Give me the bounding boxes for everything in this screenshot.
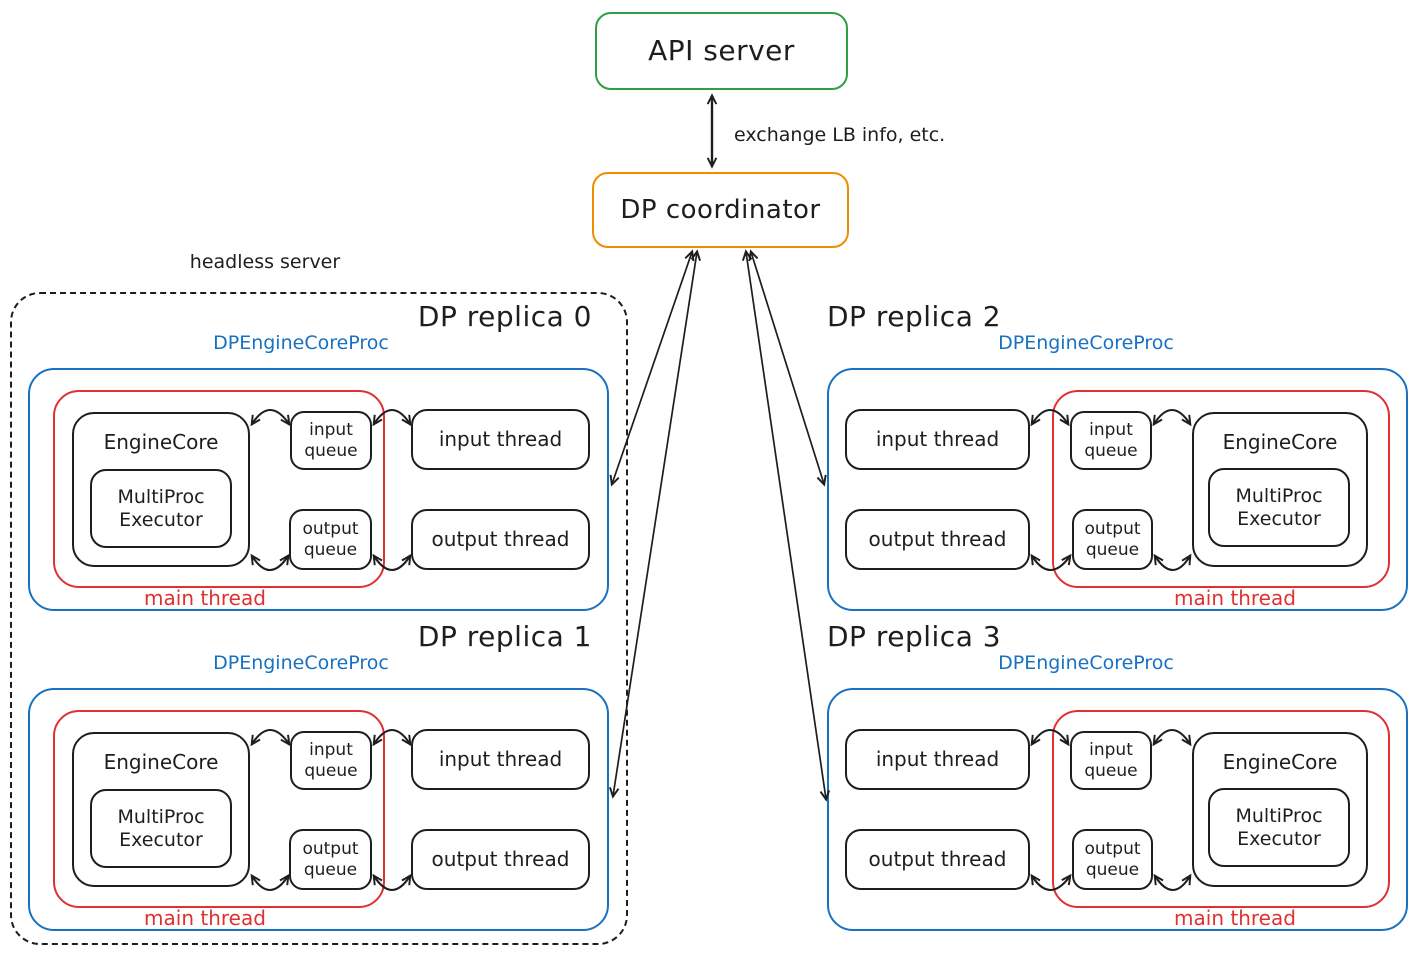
replica1-executor-box: MultiProc Executor xyxy=(90,789,232,868)
replica0-output-queue-box: output queue xyxy=(289,509,372,570)
replica1-output-thread-box: output thread xyxy=(411,829,590,890)
replica1-input-queue-box: input queue xyxy=(290,731,372,790)
replica1-title: DP replica 1 xyxy=(417,620,592,653)
replica1-proc-box xyxy=(28,688,609,931)
headless-server-label: headless server xyxy=(189,251,341,273)
arrow-coordinator-replica2 xyxy=(748,249,827,487)
exchange-lb-info-label: exchange LB info, etc. xyxy=(734,124,946,146)
replica3-main-thread-label: main thread xyxy=(1174,906,1296,930)
api-server-box: API server xyxy=(595,12,848,90)
replica3-executor-box: MultiProc Executor xyxy=(1208,788,1350,867)
replica0-output-thread-box: output thread xyxy=(411,509,590,570)
replica2-output-queue-box: output queue xyxy=(1072,509,1153,570)
replica3-proc-box xyxy=(827,688,1408,931)
replica3-engine-core-label: EngineCore xyxy=(1222,750,1338,774)
replica3-title: DP replica 3 xyxy=(827,620,1002,653)
replica3-proc-label: DPEngineCoreProc xyxy=(998,652,1174,674)
replica0-engine-core-label: EngineCore xyxy=(103,430,219,454)
replica0-main-thread-box xyxy=(53,390,385,588)
replica2-input-thread-box: input thread xyxy=(845,409,1030,470)
replica3-output-queue-box: output queue xyxy=(1072,829,1153,890)
replica1-main-thread-label: main thread xyxy=(144,906,266,930)
replica3-output-thread-box: output thread xyxy=(845,829,1030,890)
replica0-executor-box: MultiProc Executor xyxy=(90,469,232,548)
replica2-input-queue-box: input queue xyxy=(1070,411,1152,470)
replica0-main-thread-label: main thread xyxy=(144,586,266,610)
replica2-proc-label: DPEngineCoreProc xyxy=(998,332,1174,354)
dp-coordinator-box: DP coordinator xyxy=(592,172,849,248)
replica3-main-thread-box xyxy=(1052,710,1390,908)
replica2-executor-box: MultiProc Executor xyxy=(1208,468,1350,547)
replica2-engine-core-label: EngineCore xyxy=(1222,430,1338,454)
replica1-proc-label: DPEngineCoreProc xyxy=(213,652,389,674)
replica0-title: DP replica 0 xyxy=(417,300,592,333)
replica3-input-thread-box: input thread xyxy=(845,729,1030,790)
replica1-engine-core-label: EngineCore xyxy=(103,750,219,774)
replica0-input-queue-box: input queue xyxy=(290,411,372,470)
dp-coordinator-label: DP coordinator xyxy=(620,194,821,225)
replica0-proc-label: DPEngineCoreProc xyxy=(213,332,389,354)
replica0-input-thread-box: input thread xyxy=(411,409,590,470)
replica1-output-queue-box: output queue xyxy=(289,829,372,890)
replica1-main-thread-box xyxy=(53,710,385,908)
replica2-output-thread-box: output thread xyxy=(845,509,1030,570)
replica2-main-thread-label: main thread xyxy=(1174,586,1296,610)
replica2-title: DP replica 2 xyxy=(827,300,1002,333)
replica0-proc-box xyxy=(28,368,609,611)
arrow-coordinator-replica3 xyxy=(741,249,831,802)
replica2-main-thread-box xyxy=(1052,390,1390,588)
replica1-input-thread-box: input thread xyxy=(411,729,590,790)
replica3-input-queue-box: input queue xyxy=(1070,731,1152,790)
api-server-label: API server xyxy=(648,34,795,68)
